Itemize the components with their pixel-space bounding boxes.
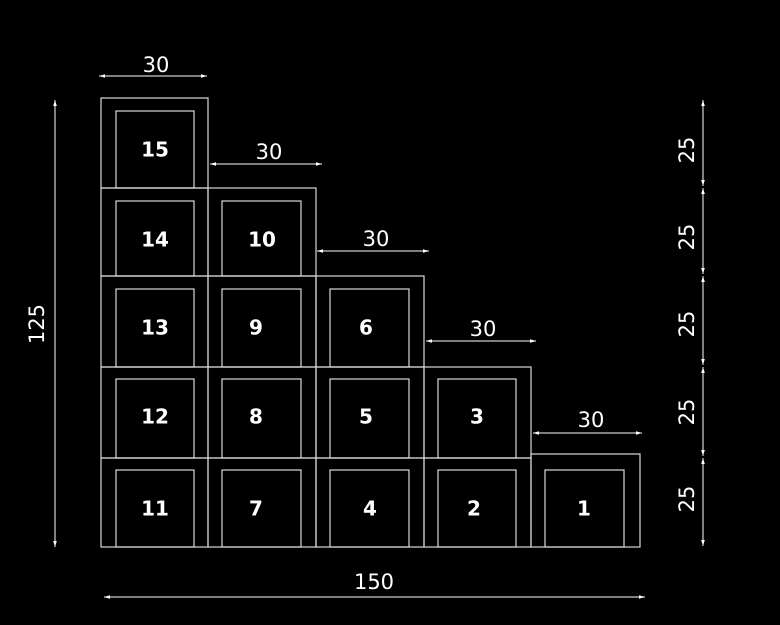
inner-box-2 [437,469,517,548]
box-label-9: 9 [249,316,263,340]
box-label-3: 3 [470,405,484,429]
step-dimension-labels: 30 30 30 30 30 [143,53,605,432]
inner-box-1 [544,469,625,548]
dimension-label-total-width: 150 [354,570,394,594]
box-label-5: 5 [359,405,373,429]
inner-box-5 [329,378,410,459]
box-labels: 11 12 13 14 15 7 8 9 10 4 5 6 2 3 1 [141,138,591,521]
dimension-label-step-2: 30 [256,140,283,164]
inner-box-3 [437,378,517,459]
row-dimension-labels: 25 25 25 25 25 [675,137,699,513]
box-label-10: 10 [248,228,276,252]
dimension-label-step-4: 30 [470,317,497,341]
dimension-label-step-5: 30 [578,408,605,432]
box-label-11: 11 [141,497,169,521]
dimension-label-row-1: 25 [675,486,699,513]
dimension-label-row-2: 25 [675,399,699,426]
box-label-4: 4 [363,497,377,521]
inner-box-6 [329,288,410,368]
dimension-label-row-4: 25 [675,224,699,251]
dimension-label-row-3: 25 [675,311,699,338]
dimension-label-step-1: 30 [143,53,170,77]
inner-box-4 [329,469,410,548]
box-label-13: 13 [141,316,169,340]
box-label-12: 12 [141,405,169,429]
step-dimension-lines [99,74,642,435]
box-label-2: 2 [467,497,481,521]
box-label-1: 1 [577,497,591,521]
box-label-15: 15 [141,138,169,162]
inner-box-7 [221,469,302,548]
box-label-6: 6 [359,316,373,340]
box-label-8: 8 [249,405,263,429]
inner-box-14 [115,200,195,277]
inner-box-8 [221,378,302,459]
box-label-14: 14 [141,228,169,252]
inner-box-11 [115,469,195,548]
inner-boxes [115,110,625,548]
dimension-label-total-height: 125 [25,304,49,344]
dimension-label-step-3: 30 [363,227,390,251]
dimension-label-row-5: 25 [675,137,699,164]
inner-box-9 [221,288,302,368]
box-label-7: 7 [249,497,263,521]
inner-box-13 [115,288,195,368]
inner-box-12 [115,378,195,459]
inner-box-15 [115,110,195,189]
inner-box-10 [221,200,302,277]
